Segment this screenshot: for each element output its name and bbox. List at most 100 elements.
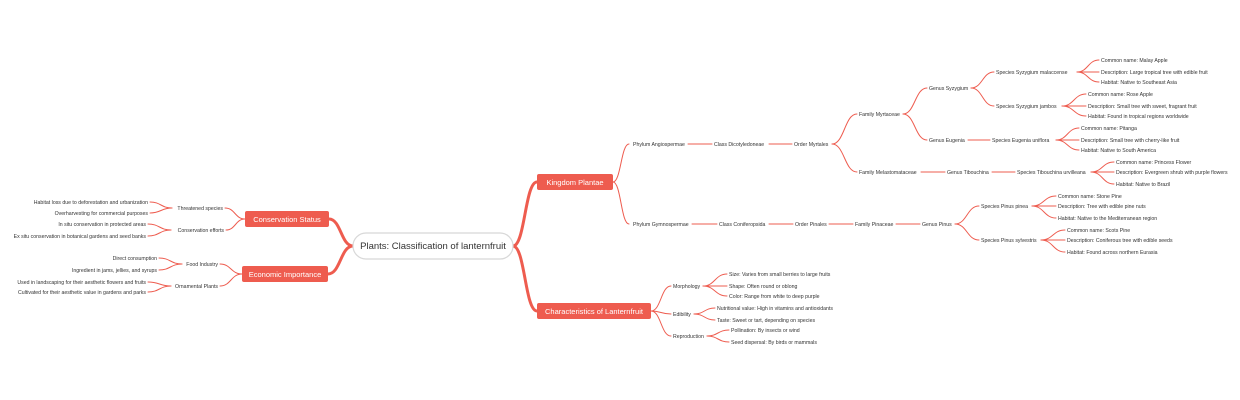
connector-line — [902, 87, 928, 115]
conservation-efforts-label[interactable]: Conservation efforts — [178, 228, 225, 234]
threat-overharvesting[interactable]: Overharvesting for commercial purposes — [55, 211, 149, 217]
jambos-common-name[interactable]: Common name: Rose Apple — [1088, 92, 1153, 98]
morphology-shape[interactable]: Shape: Often round or oblong — [729, 284, 797, 290]
connector-line — [1055, 127, 1080, 141]
family-melastomataceae[interactable]: Family Melastomataceae — [859, 170, 917, 176]
family-pinaceae[interactable]: Family Pinaceae — [855, 222, 893, 228]
ornamental-landscaping[interactable]: Used in landscaping for their aesthetic … — [17, 280, 146, 286]
malaccense-common-name[interactable]: Common name: Malay Apple — [1101, 58, 1168, 64]
connector-line — [1040, 239, 1066, 253]
order-pinales[interactable]: Order Pinales — [795, 222, 827, 228]
genus-eugenia[interactable]: Genus Eugenia — [929, 138, 965, 144]
connector-line — [1076, 71, 1100, 83]
threatened-species-label[interactable]: Threatened species — [177, 206, 223, 212]
connector-line — [511, 180, 539, 248]
connector-line — [1031, 195, 1057, 207]
urvilleana-habitat[interactable]: Habitat: Native to Brazil — [1116, 182, 1170, 188]
reproduction-pollination[interactable]: Pollination: By insects or wind — [731, 328, 800, 334]
branch-characteristics[interactable]: Characteristics of Lanternfruit — [537, 303, 651, 319]
branch-label: Economic Importance — [249, 270, 322, 279]
urvilleana-description[interactable]: Description: Evergreen shrub with purple… — [1116, 170, 1228, 176]
sylvestris-common-name[interactable]: Common name: Scots Pine — [1067, 228, 1130, 234]
edibility-label[interactable]: Edibility — [673, 312, 691, 318]
branch-kingdom-plantae[interactable]: Kingdom Plantae — [537, 174, 613, 190]
reproduction-dispersal[interactable]: Seed dispersal: By birds or mammals — [731, 340, 817, 346]
species-syzygium-malaccense[interactable]: Species Syzygium malaccense — [996, 70, 1068, 76]
species-tibouchina-urvilleana[interactable]: Species Tibouchina urvilleana — [1017, 170, 1086, 176]
food-ingredient[interactable]: Ingredient in jams, jellies, and syrups — [72, 268, 157, 274]
connector-line — [970, 71, 995, 89]
pinea-habitat[interactable]: Habitat: Native to the Mediterranean reg… — [1058, 216, 1157, 222]
morphology-size[interactable]: Size: Varies from small berries to large… — [729, 272, 831, 278]
family-myrtaceae[interactable]: Family Myrtaceae — [859, 112, 900, 118]
root-node[interactable]: Plants: Classification of lanternfruit — [352, 232, 514, 260]
edibility-taste[interactable]: Taste: Sweet or tart, depending on speci… — [717, 318, 815, 324]
connector-line — [650, 310, 672, 337]
species-syzygium-jambos[interactable]: Species Syzygium jambos — [996, 104, 1057, 110]
connector-line — [1090, 161, 1115, 173]
connector-lines — [147, 59, 1115, 343]
connector-line — [1061, 93, 1087, 107]
genus-pinus[interactable]: Genus Pinus — [922, 222, 952, 228]
sylvestris-habitat[interactable]: Habitat: Found across northern Eurasia — [1067, 250, 1158, 256]
branch-label: Characteristics of Lanternfruit — [545, 307, 644, 316]
connector-line — [902, 113, 928, 141]
reproduction-label[interactable]: Reproduction — [673, 334, 704, 340]
ornamental-parks[interactable]: Cultivated for their aesthetic value in … — [18, 290, 146, 296]
connector-line — [612, 181, 630, 225]
connector-line — [693, 307, 716, 315]
ornamental-plants-label[interactable]: Ornamental Plants — [175, 284, 218, 290]
uniflora-description[interactable]: Description: Small tree with cherry-like… — [1081, 138, 1180, 144]
effort-ex-situ[interactable]: Ex situ conservation in botanical garden… — [14, 234, 147, 240]
urvilleana-common-name[interactable]: Common name: Princess Flower — [1116, 160, 1192, 166]
connector-line — [219, 273, 243, 287]
connector-line — [1031, 205, 1057, 219]
connector-line — [1090, 171, 1115, 185]
connector-line — [1040, 229, 1066, 241]
class-coniferopsida[interactable]: Class Coniferopsida — [719, 222, 766, 228]
malaccense-description[interactable]: Description: Large tropical tree with ed… — [1101, 70, 1208, 76]
uniflora-habitat[interactable]: Habitat: Native to South America — [1081, 148, 1156, 154]
branch-label: Kingdom Plantae — [546, 178, 603, 187]
connector-line — [1061, 105, 1087, 117]
genus-tibouchina[interactable]: Genus Tibouchina — [947, 170, 989, 176]
connector-line — [706, 335, 730, 343]
food-direct-consumption[interactable]: Direct consumption — [113, 256, 158, 262]
edibility-nutrition[interactable]: Nutritional value: High in vitamins and … — [717, 306, 833, 312]
connector-line — [511, 244, 539, 313]
order-myrtales[interactable]: Order Myrtales — [794, 142, 829, 148]
effort-in-situ[interactable]: In situ conservation in protected areas — [58, 222, 146, 228]
branch-label: Conservation Status — [253, 215, 321, 224]
food-industry-label[interactable]: Food Industry — [186, 262, 218, 268]
threat-habitat-loss[interactable]: Habitat loss due to deforestation and ur… — [34, 200, 148, 206]
species-pinus-sylvestris[interactable]: Species Pinus sylvestris — [981, 238, 1037, 244]
jambos-habitat[interactable]: Habitat: Found in tropical regions world… — [1088, 114, 1189, 120]
morphology-color[interactable]: Color: Range from white to deep purple — [729, 294, 820, 300]
connector-line — [158, 263, 183, 271]
branch-conservation-status[interactable]: Conservation Status — [245, 211, 329, 227]
connector-line — [612, 143, 630, 183]
jambos-description[interactable]: Description: Small tree with sweet, frag… — [1088, 104, 1197, 110]
phylum-gymnospermae[interactable]: Phylum Gymnospermae — [633, 222, 689, 228]
connector-line — [1076, 59, 1100, 73]
sylvestris-description[interactable]: Description: Coniferous tree with edible… — [1067, 238, 1173, 244]
connector-line — [147, 285, 172, 293]
connector-line — [693, 313, 716, 321]
class-dicotyledoneae[interactable]: Class Dicotyledoneae — [714, 142, 764, 148]
genus-syzygium[interactable]: Genus Syzygium — [929, 86, 968, 92]
connector-line — [158, 257, 183, 265]
malaccense-habitat[interactable]: Habitat: Native to Southeast Asia — [1101, 80, 1177, 86]
branch-economic-importance[interactable]: Economic Importance — [242, 266, 328, 282]
connector-line — [706, 329, 730, 337]
species-eugenia-uniflora[interactable]: Species Eugenia uniflora — [992, 138, 1050, 144]
morphology-label[interactable]: Morphology — [673, 284, 701, 290]
connector-line — [327, 217, 355, 248]
species-pinus-pinea[interactable]: Species Pinus pinea — [981, 204, 1028, 210]
pinea-description[interactable]: Description: Tree with edible pine nuts — [1058, 204, 1146, 210]
pinea-common-name[interactable]: Common name: Stone Pine — [1058, 194, 1122, 200]
phylum-angiospermae[interactable]: Phylum Angiospermae — [633, 142, 685, 148]
connector-line — [149, 201, 173, 209]
uniflora-common-name[interactable]: Common name: Pitanga — [1081, 126, 1137, 132]
connector-line — [147, 281, 172, 287]
